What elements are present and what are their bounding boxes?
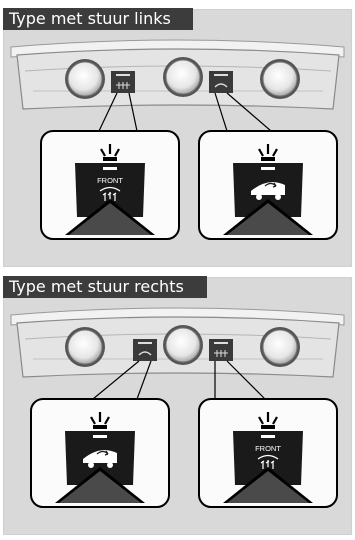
knob-center bbox=[163, 325, 203, 365]
knob-right bbox=[260, 327, 300, 367]
knob-center bbox=[163, 57, 203, 97]
knob-left bbox=[65, 327, 105, 367]
lhd-illustration: FRONT bbox=[3, 9, 352, 267]
defrost-button-front-text: FRONT bbox=[97, 176, 123, 185]
rhd-illustration: FRONT bbox=[3, 277, 352, 535]
knob-right bbox=[260, 59, 300, 99]
knob-left bbox=[65, 59, 105, 99]
defrost-button-front-text: FRONT bbox=[255, 444, 281, 453]
